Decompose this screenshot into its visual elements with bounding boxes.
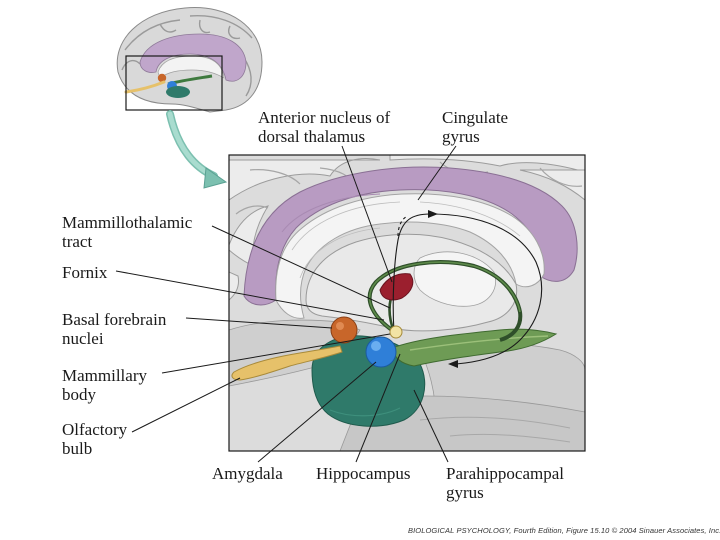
inset-frame <box>228 154 586 452</box>
label-cingulate-gyrus: Cingulate gyrus <box>442 108 509 146</box>
thumbnail-olfactory <box>124 80 166 94</box>
thumbnail-cingulate <box>139 33 247 82</box>
anterior-nucleus <box>379 273 414 301</box>
label-anterior-nucleus: Anterior nucleus of dorsal thalamus <box>258 108 391 146</box>
basal-forebrain-nuclei <box>330 316 358 344</box>
leader-hippocampus <box>355 353 401 463</box>
leader-amygdala <box>257 361 377 463</box>
thumbnail-basal-forebrain <box>157 73 167 83</box>
leader-fornix <box>115 270 385 321</box>
thumbnail-brain <box>116 7 263 113</box>
leader-basal-forebrain <box>185 317 333 329</box>
label-olfactory-bulb: Olfactory bulb <box>62 420 128 458</box>
thumbnail-parahippocampal <box>166 86 190 98</box>
figure-credit: BIOLOGICAL PSYCHOLOGY, Fourth Edition, F… <box>408 526 720 535</box>
leader-parahippocampal <box>413 389 449 463</box>
amygdala <box>365 336 397 368</box>
leader-olfactory <box>131 377 241 433</box>
thumbnail-selection-box <box>125 55 223 111</box>
corpus-callosum <box>275 193 545 319</box>
zoom-arrow <box>166 110 228 189</box>
cingulate-gyrus <box>243 166 578 306</box>
leader-lines <box>115 145 457 463</box>
label-basal-forebrain-nuclei: Basal forebrain nuclei <box>62 310 167 348</box>
label-fornix: Fornix <box>62 263 108 282</box>
olfactory-bulb <box>231 345 343 381</box>
leader-anterior-nucleus <box>341 145 393 283</box>
mammillary-body <box>389 325 403 339</box>
label-hippocampus: Hippocampus <box>316 464 411 483</box>
leader-mammillary <box>161 333 391 374</box>
label-amygdala: Amygdala <box>212 464 283 483</box>
label-parahippocampal-gyrus: Parahippocampal gyrus <box>446 464 565 502</box>
leader-mammillothalamic <box>211 225 391 309</box>
circuit-arrow <box>392 213 543 365</box>
label-mammillary-body: Mammillary body <box>62 366 147 404</box>
thumbnail-corpus-callosum <box>157 55 225 79</box>
label-mammillothalamic-tract: Mammillothalamic tract <box>62 213 193 251</box>
leader-cingulate-gyrus <box>417 145 457 201</box>
main-inset <box>228 154 586 452</box>
